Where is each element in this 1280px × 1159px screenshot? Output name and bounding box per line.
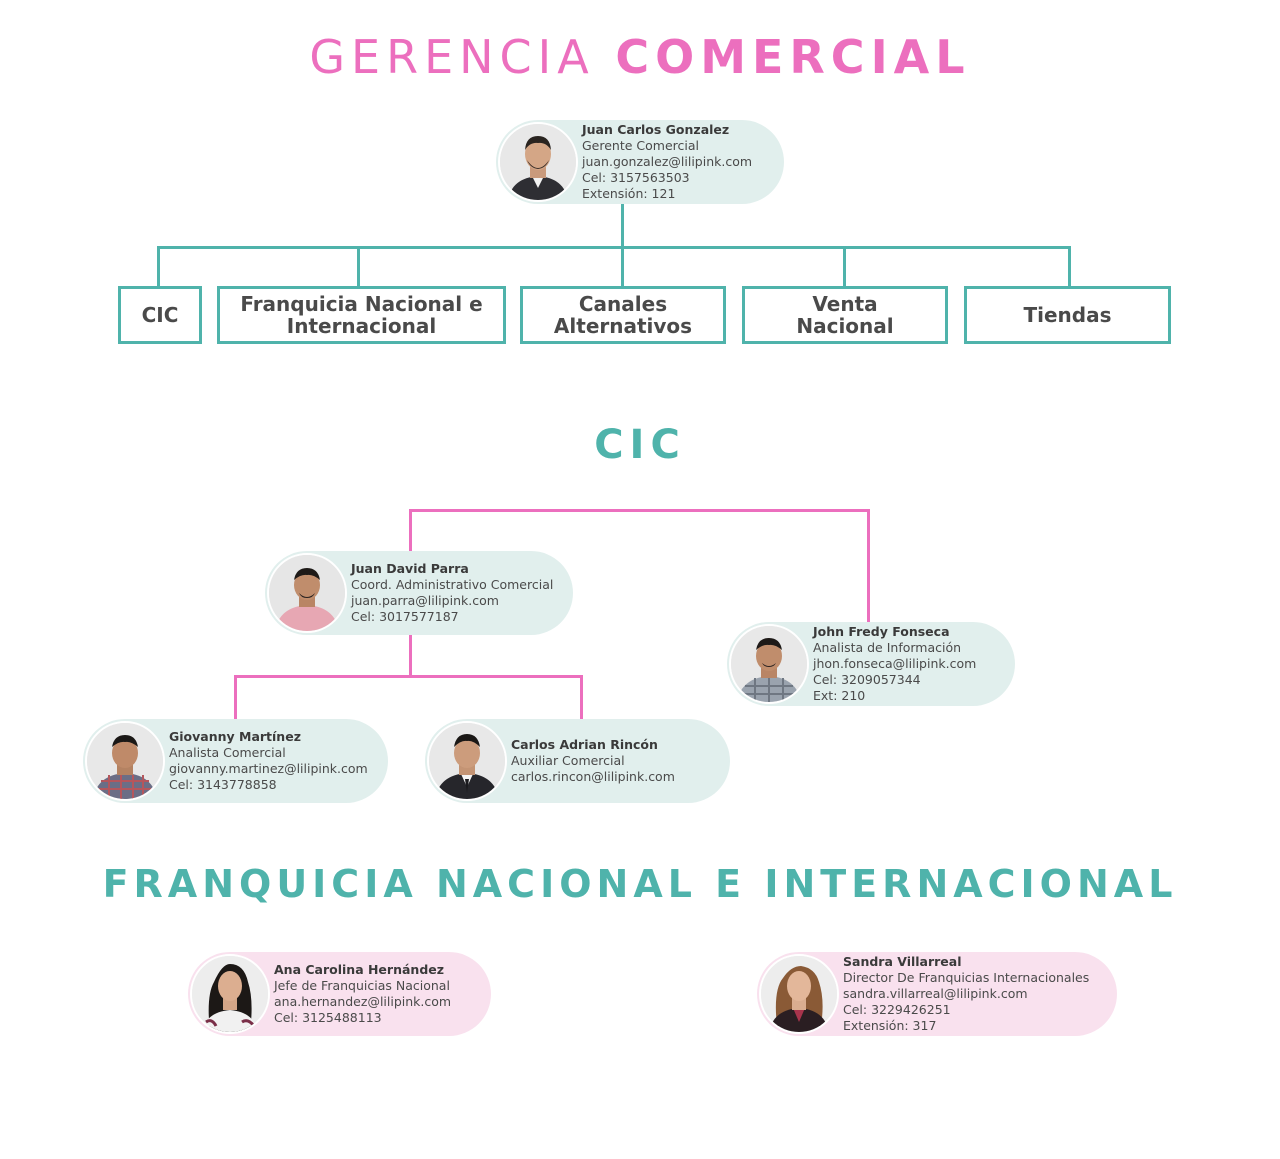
person-phone: Cel: 3143778858 bbox=[169, 777, 277, 792]
person-name: Juan Carlos Gonzalez bbox=[582, 122, 730, 137]
page-title: GERENCIA COMERCIAL bbox=[0, 30, 1280, 84]
person-card-franquicia-nacional: Ana Carolina Hernández Jefe de Franquici… bbox=[188, 952, 491, 1036]
avatar bbox=[267, 553, 347, 633]
dept-box-tiendas: Tiendas bbox=[964, 286, 1171, 344]
connector-line bbox=[234, 675, 237, 720]
person-card-coord: Juan David Parra Coord. Administrativo C… bbox=[265, 551, 573, 635]
dept-box-canales: Canales Alternativos bbox=[520, 286, 726, 344]
person-role: Gerente Comercial bbox=[582, 138, 700, 153]
person-card-auxiliar: Carlos Adrian Rincón Auxiliar Comercial … bbox=[425, 719, 730, 803]
person-info: Giovanny Martínez Analista Comercial gio… bbox=[169, 729, 368, 793]
connector-line bbox=[357, 246, 360, 288]
person-info: Ana Carolina Hernández Jefe de Franquici… bbox=[274, 962, 451, 1026]
person-role: Analista de Información bbox=[813, 640, 962, 655]
person-info: Sandra Villarreal Director De Franquicia… bbox=[843, 954, 1089, 1034]
person-role: Jefe de Franquicias Nacional bbox=[274, 978, 450, 993]
person-info: John Fredy Fonseca Analista de Informaci… bbox=[813, 624, 976, 704]
avatar bbox=[190, 954, 270, 1034]
person-role: Auxiliar Comercial bbox=[511, 753, 625, 768]
avatar bbox=[498, 122, 578, 202]
person-email[interactable]: carlos.rincon@lilipink.com bbox=[511, 769, 675, 784]
connector-line bbox=[157, 246, 160, 288]
section-title-cic: CIC bbox=[594, 422, 686, 468]
person-phone: Cel: 3125488113 bbox=[274, 1010, 382, 1025]
person-role: Coord. Administrativo Comercial bbox=[351, 577, 554, 592]
avatar bbox=[729, 624, 809, 704]
person-name: Sandra Villarreal bbox=[843, 954, 962, 969]
connector-line bbox=[843, 246, 846, 288]
person-name: Carlos Adrian Rincón bbox=[511, 737, 658, 752]
person-phone: Cel: 3209057344 bbox=[813, 672, 921, 687]
connector-line bbox=[580, 675, 583, 720]
connector-line bbox=[867, 509, 870, 624]
avatar bbox=[85, 721, 165, 801]
person-card-analyst-comercial: Giovanny Martínez Analista Comercial gio… bbox=[83, 719, 388, 803]
person-info: Juan David Parra Coord. Administrativo C… bbox=[351, 561, 553, 625]
person-info: Juan Carlos Gonzalez Gerente Comercial j… bbox=[582, 122, 752, 202]
person-card-analyst-info: John Fredy Fonseca Analista de Informaci… bbox=[727, 622, 1015, 706]
connector-line bbox=[409, 634, 412, 677]
person-name: Juan David Parra bbox=[351, 561, 469, 576]
person-info: Carlos Adrian Rincón Auxiliar Comercial … bbox=[511, 737, 675, 785]
connector-line bbox=[409, 509, 412, 553]
connector-line bbox=[1068, 246, 1071, 288]
avatar bbox=[759, 954, 839, 1034]
person-card-franquicia-internacional: Sandra Villarreal Director De Franquicia… bbox=[757, 952, 1117, 1036]
connector-line bbox=[409, 509, 870, 512]
person-email[interactable]: jhon.fonseca@lilipink.com bbox=[813, 656, 977, 671]
connector-line bbox=[621, 204, 624, 248]
person-name: Giovanny Martínez bbox=[169, 729, 301, 744]
person-email[interactable]: sandra.villarreal@lilipink.com bbox=[843, 986, 1028, 1001]
person-phone: Cel: 3017577187 bbox=[351, 609, 459, 624]
person-role: Director De Franquicias Internacionales bbox=[843, 970, 1090, 985]
dept-box-venta: Venta Nacional bbox=[742, 286, 948, 344]
person-ext: Extensión: 317 bbox=[843, 1018, 937, 1033]
person-ext: Ext: 210 bbox=[813, 688, 866, 703]
person-ext: Extensión: 121 bbox=[582, 186, 676, 201]
section-title-franquicia: FRANQUICIA NACIONAL E INTERNACIONAL bbox=[102, 862, 1178, 906]
title-bold: COMERCIAL bbox=[615, 30, 971, 84]
title-light: GERENCIA bbox=[309, 30, 595, 84]
person-phone: Cel: 3229426251 bbox=[843, 1002, 951, 1017]
person-role: Analista Comercial bbox=[169, 745, 286, 760]
connector-line bbox=[621, 246, 624, 288]
connector-line bbox=[234, 675, 583, 678]
person-email[interactable]: giovanny.martinez@lilipink.com bbox=[169, 761, 368, 776]
person-name: Ana Carolina Hernández bbox=[274, 962, 445, 977]
person-phone: Cel: 3157563503 bbox=[582, 170, 690, 185]
dept-box-franquicia: Franquicia Nacional e Internacional bbox=[217, 286, 506, 344]
person-card-manager: Juan Carlos Gonzalez Gerente Comercial j… bbox=[496, 120, 784, 204]
person-email[interactable]: juan.gonzalez@lilipink.com bbox=[582, 154, 753, 169]
person-email[interactable]: juan.parra@lilipink.com bbox=[351, 593, 499, 608]
avatar bbox=[427, 721, 507, 801]
connector-line bbox=[157, 246, 1071, 249]
person-name: John Fredy Fonseca bbox=[813, 624, 950, 639]
dept-box-cic: CIC bbox=[118, 286, 202, 344]
person-email[interactable]: ana.hernandez@lilipink.com bbox=[274, 994, 452, 1009]
